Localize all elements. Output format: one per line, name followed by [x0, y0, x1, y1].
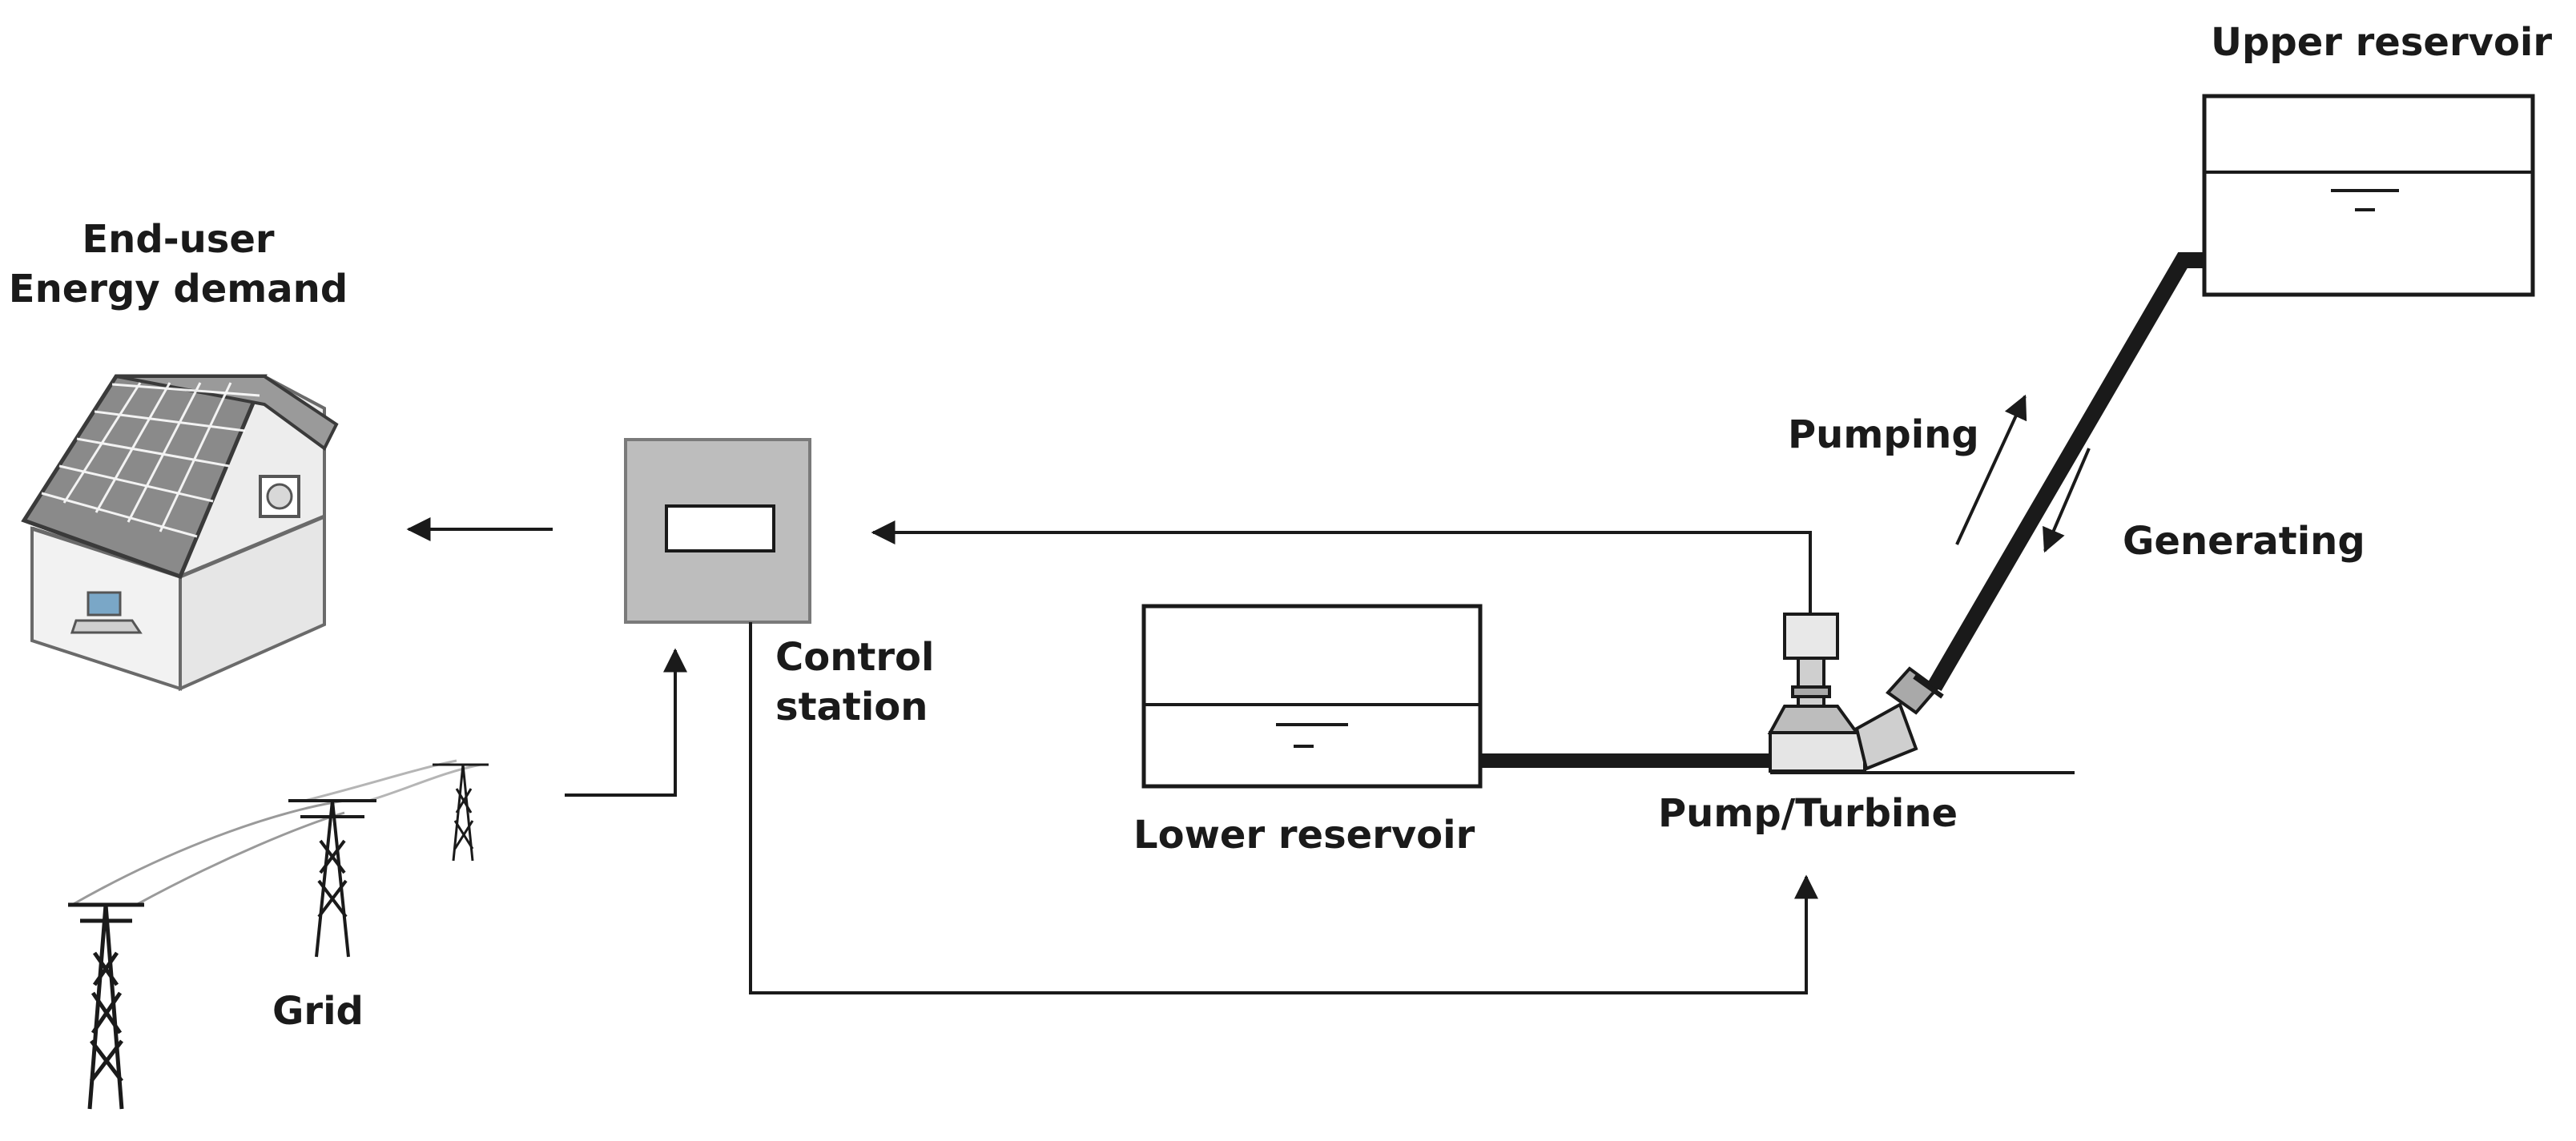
pump-turbine-icon [1767, 613, 1944, 773]
upper-penstock-pipe [1927, 252, 2204, 692]
generating-arrow [2043, 448, 2091, 553]
control-station-box [624, 438, 811, 624]
grid-towers-icon [68, 759, 489, 1110]
arrow-control-to-pump [749, 622, 1818, 994]
arrow-grid-to-control [565, 648, 687, 797]
end-user-label: End-user Energy demand [0, 215, 356, 314]
pumping-label: Pumping [1788, 412, 1979, 457]
arrow-pump-to-control [871, 520, 1812, 613]
control-station-label-line2: station [775, 685, 928, 729]
generating-label: Generating [2123, 519, 2365, 564]
upper-reservoir-label: Upper reservoir [2211, 20, 2553, 65]
grid-label: Grid [272, 989, 364, 1034]
pump-turbine-label: Pump/Turbine [1658, 791, 1958, 836]
pumping-arrow [1955, 394, 2027, 545]
end-user-label-line1: End-user [82, 217, 275, 262]
lower-reservoir-tank [1141, 604, 1483, 789]
control-station-label: Control station [775, 633, 934, 732]
end-user-label-line2: Energy demand [8, 267, 348, 311]
lower-reservoir-label: Lower reservoir [1133, 813, 1475, 858]
house-icon [21, 374, 339, 692]
upper-reservoir-tank [2202, 94, 2535, 297]
control-station-label-line1: Control [775, 635, 935, 680]
